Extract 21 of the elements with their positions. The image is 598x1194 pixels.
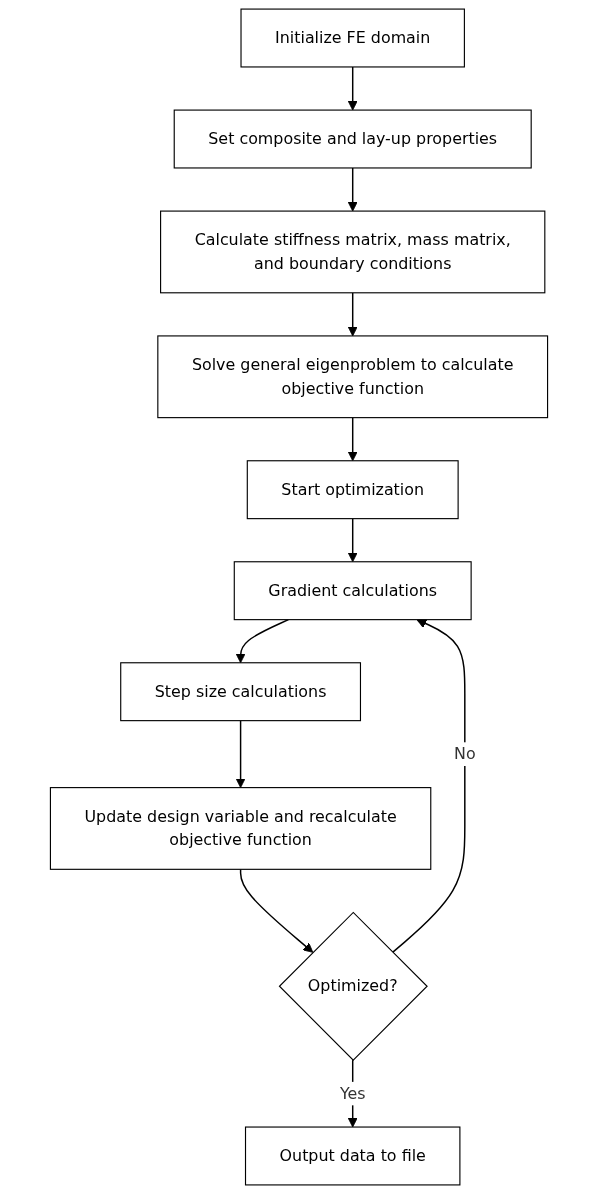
node-box: Initialize FE domain	[240, 8, 465, 68]
node-box: Calculate stiffness matrix, mass matrix, and boundary conditions	[160, 210, 546, 294]
arrow	[347, 292, 358, 337]
arrow	[391, 618, 466, 954]
arrow	[239, 868, 314, 953]
node-box: Update design variable and recalculate objective function	[49, 787, 432, 870]
node-box: Solve general eigenproblem to calculate objective function	[157, 335, 549, 419]
node-box: Gradient calculations	[233, 561, 472, 621]
node-box: Start optimization	[246, 460, 459, 520]
edge-label: No	[454, 744, 476, 763]
arrow	[235, 719, 246, 789]
arrow	[235, 618, 290, 664]
node-box: Step size calculations	[120, 662, 362, 722]
arrow	[347, 66, 358, 111]
node-diamond: Optimized?	[278, 911, 428, 1061]
node-box: Output data to file	[244, 1126, 461, 1186]
edge-label: Yes	[339, 1083, 366, 1103]
node-box: Set composite and lay-up properties	[173, 109, 532, 169]
arrow	[347, 416, 358, 462]
arrow	[347, 167, 358, 212]
arrow	[347, 517, 358, 563]
